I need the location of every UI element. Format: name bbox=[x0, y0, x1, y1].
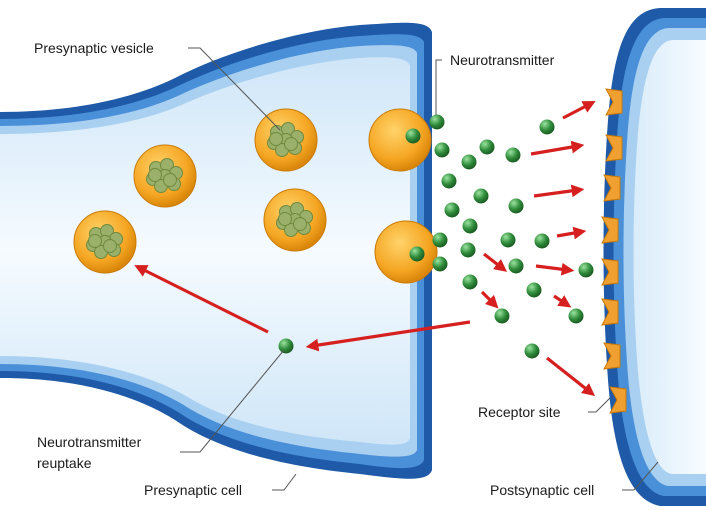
neurotransmitter-molecule bbox=[508, 258, 524, 274]
neurotransmitter-molecule bbox=[429, 114, 445, 130]
arrows bbox=[134, 101, 596, 396]
neurotransmitter-molecule bbox=[462, 274, 478, 290]
leader-postsynaptic-cell bbox=[622, 461, 659, 491]
receptor bbox=[603, 342, 621, 370]
neurotransmitter-molecule bbox=[479, 139, 495, 155]
label-postsynaptic-cell: Postsynaptic cell bbox=[490, 482, 594, 498]
neurotransmitter-molecule bbox=[494, 308, 510, 324]
neurotransmitter-molecule bbox=[432, 256, 448, 272]
neurotransmitter-molecule bbox=[508, 198, 524, 214]
label-reuptake-line2: reuptake bbox=[37, 455, 92, 471]
presynaptic-vesicles bbox=[73, 108, 438, 284]
vesicle bbox=[263, 188, 327, 252]
neurotransmitter-molecule bbox=[500, 232, 516, 248]
neurotransmitter-molecule bbox=[534, 233, 550, 249]
vesicle bbox=[254, 108, 318, 172]
neurotransmitter-molecule bbox=[539, 119, 555, 135]
receptor bbox=[605, 134, 623, 162]
label-receptor-site: Receptor site bbox=[478, 404, 561, 420]
neurotransmitter-molecule bbox=[434, 142, 450, 158]
arrow bbox=[535, 262, 575, 276]
arrow bbox=[134, 265, 269, 334]
receptor bbox=[609, 386, 627, 414]
presynaptic-cell bbox=[0, 22, 432, 479]
leader-receptor-site bbox=[588, 397, 611, 413]
label-presynaptic-cell: Presynaptic cell bbox=[144, 482, 242, 498]
arrow bbox=[546, 356, 596, 396]
leader-reuptake bbox=[180, 349, 285, 453]
neurotransmitter-molecule bbox=[526, 282, 542, 298]
label-neurotransmitter: Neurotransmitter bbox=[450, 52, 555, 68]
vesicle bbox=[374, 220, 438, 284]
arrow bbox=[562, 101, 596, 120]
arrow bbox=[480, 290, 499, 309]
neurotransmitter-molecule bbox=[473, 188, 489, 204]
neurotransmitter-molecule bbox=[461, 154, 477, 170]
neurotransmitter-molecule bbox=[568, 308, 584, 324]
neurotransmitter-molecule bbox=[444, 202, 460, 218]
vesicle bbox=[133, 144, 197, 208]
neurotransmitter-molecule bbox=[441, 173, 457, 189]
neurotransmitter-molecule bbox=[278, 338, 294, 354]
arrow bbox=[305, 320, 471, 352]
neurotransmitter-molecule bbox=[505, 147, 521, 163]
arrow bbox=[530, 140, 585, 156]
leader-neurotransmitter bbox=[435, 59, 442, 115]
leader-presynaptic-cell bbox=[272, 473, 297, 491]
vesicle bbox=[368, 108, 432, 172]
neurotransmitter-molecule bbox=[409, 246, 425, 262]
postsynaptic-cell bbox=[603, 8, 706, 506]
arrow bbox=[533, 184, 585, 198]
postsynaptic-cytoplasm bbox=[633, 40, 706, 474]
vesicle bbox=[73, 210, 137, 274]
receptor bbox=[601, 258, 619, 286]
receptor bbox=[601, 298, 619, 326]
arrow bbox=[483, 252, 508, 272]
receptor bbox=[601, 216, 619, 244]
receptor-sites bbox=[601, 88, 627, 414]
arrow bbox=[556, 226, 587, 240]
neurotransmitter-molecule bbox=[460, 242, 476, 258]
label-reuptake-line1: Neurotransmitter bbox=[37, 434, 142, 450]
neurotransmitter-molecule bbox=[524, 343, 540, 359]
receptor bbox=[605, 88, 623, 116]
leader-lines bbox=[180, 47, 659, 491]
neurotransmitter-molecule bbox=[432, 232, 448, 248]
neurotransmitter-molecule bbox=[578, 262, 594, 278]
label-presynaptic-vesicle: Presynaptic vesicle bbox=[34, 40, 154, 56]
receptor bbox=[603, 174, 621, 202]
arrow bbox=[553, 294, 572, 308]
neurotransmitter-molecule bbox=[405, 128, 421, 144]
leader-presynaptic-vesicle bbox=[188, 47, 281, 131]
neurotransmitters bbox=[278, 114, 594, 359]
neurotransmitter-molecule bbox=[462, 218, 478, 234]
